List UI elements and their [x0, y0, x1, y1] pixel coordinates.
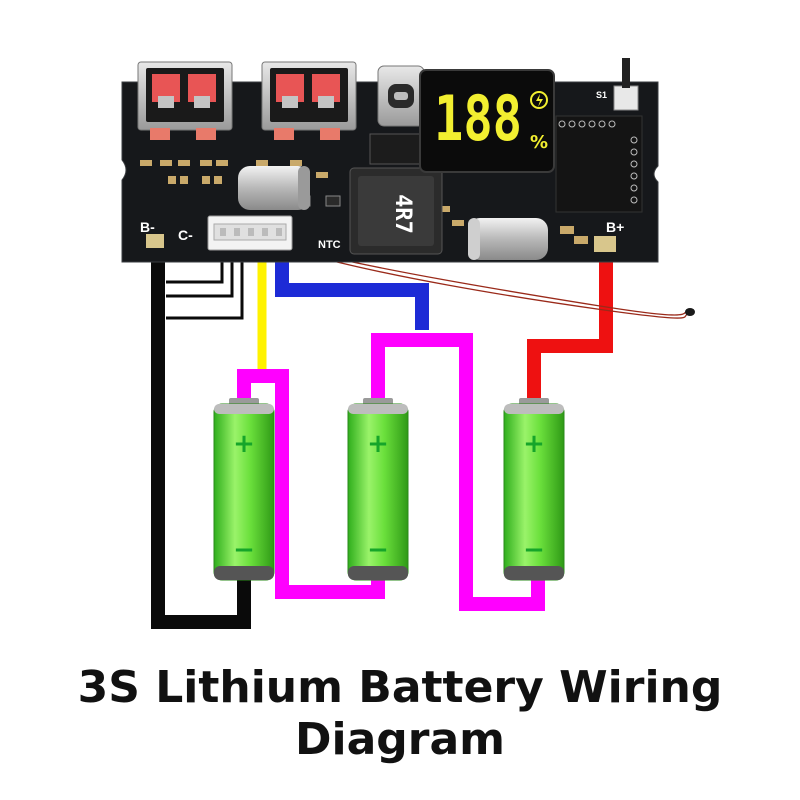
wire-red-b-plus — [527, 252, 613, 405]
wire-magenta-2 — [371, 333, 545, 611]
battery-2-minus: − — [367, 535, 389, 565]
controller-chip — [555, 115, 643, 213]
label-b-minus: B- — [140, 219, 155, 235]
side-switch: S1 — [596, 58, 639, 111]
battery-cell-2: + − — [347, 398, 409, 581]
label-c-minus: C- — [178, 227, 193, 243]
display-percent: % — [530, 132, 548, 153]
ntc-wires — [299, 249, 689, 319]
label-ntc: NTC — [318, 239, 341, 251]
diagram-title: 3S Lithium Battery Wiring Diagram — [0, 662, 800, 766]
wires — [151, 245, 695, 629]
ntc-thermistor-probe — [685, 308, 695, 316]
capacitor-left — [238, 166, 310, 210]
wire-blue — [275, 250, 429, 330]
capacitor-right — [468, 218, 548, 260]
battery-1-minus: − — [233, 535, 255, 565]
usb-a-port-1 — [137, 61, 233, 140]
battery-cell-1: + − — [213, 398, 275, 581]
inductor-marking: 4R7 — [390, 194, 415, 234]
display-digits: 188 — [434, 82, 522, 155]
pcb-board: 4R7 188 % S1 — [121, 58, 659, 263]
wire-black-b-minus — [151, 245, 251, 629]
label-b-plus: B+ — [606, 219, 624, 235]
battery-3-plus: + — [523, 429, 545, 459]
switch-label: S1 — [596, 90, 607, 100]
usb-c-port — [377, 65, 425, 127]
battery-2-plus: + — [367, 429, 389, 459]
title-line-1: 3S Lithium Battery Wiring — [77, 662, 723, 713]
battery-3-minus: − — [523, 535, 545, 565]
inductor: 4R7 — [349, 167, 443, 255]
pad-b-plus — [594, 236, 616, 252]
led-display: 188 % — [419, 69, 555, 173]
wire-magenta-1 — [237, 369, 385, 599]
title-line-2: Diagram — [294, 714, 506, 765]
balance-connector — [207, 215, 293, 251]
battery-cell-3: + − — [503, 398, 565, 581]
wiring-diagram: 4R7 188 % S1 — [121, 58, 695, 629]
usb-a-port-2 — [261, 61, 357, 140]
pad-b-minus — [146, 234, 164, 248]
charging-bolt-icon — [530, 91, 548, 109]
battery-1-plus: + — [233, 429, 255, 459]
